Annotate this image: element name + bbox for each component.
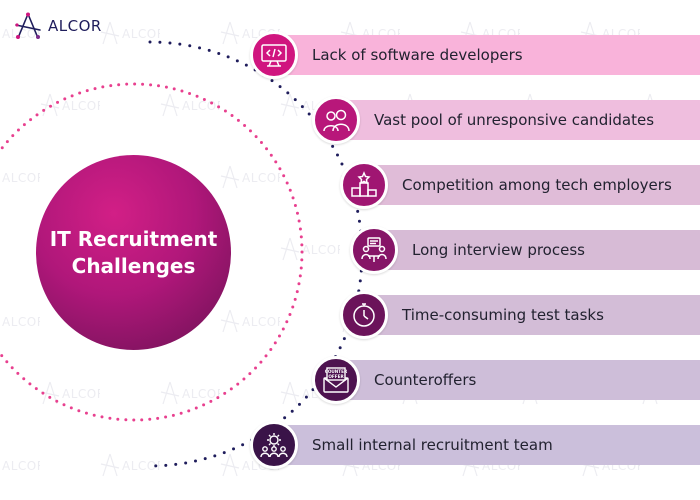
podium-icon	[351, 171, 377, 197]
challenge-bar	[270, 425, 700, 465]
people-group-icon	[323, 109, 350, 132]
challenge-bar	[360, 165, 700, 205]
challenge-row-interview-process: Long interview process	[350, 226, 700, 274]
challenge-bar	[332, 100, 700, 140]
challenge-bar	[370, 230, 700, 270]
challenge-row-unresponsive-candidates: Vast pool of unresponsive candidates	[312, 96, 700, 144]
brand-name: ALCOR	[48, 17, 102, 35]
challenge-label: Small internal recruitment team	[312, 436, 553, 454]
alcor-star-icon	[15, 12, 41, 39]
counteroffer-envelope-icon: COUNTER OFFER	[323, 367, 349, 393]
challenge-badge	[250, 31, 298, 79]
challenge-bar	[360, 295, 700, 335]
team-gear-icon	[260, 433, 288, 458]
challenge-row-counteroffers: COUNTER OFFER Counteroffers	[312, 356, 700, 404]
challenge-row-software-developers: Lack of software developers	[250, 31, 700, 79]
svg-text:COUNTER: COUNTER	[325, 369, 348, 374]
challenge-row-small-team: Small internal recruitment team	[250, 421, 700, 469]
challenge-label: Counteroffers	[374, 371, 477, 389]
challenge-label: Long interview process	[412, 241, 585, 259]
interview-icon	[361, 237, 387, 262]
challenge-badge	[350, 226, 398, 274]
challenge-label: Lack of software developers	[312, 46, 523, 64]
central-hub: IT Recruitment Challenges	[36, 155, 231, 350]
challenge-label: Vast pool of unresponsive candidates	[374, 111, 655, 129]
challenge-label: Competition among tech employers	[402, 176, 672, 194]
challenge-bar	[332, 360, 700, 400]
challenge-row-test-tasks: Time-consuming test tasks	[340, 291, 700, 339]
hub-title: IT Recruitment Challenges	[49, 226, 218, 278]
challenge-badge: COUNTER OFFER	[312, 356, 360, 404]
challenge-row-competition: Competition among tech employers	[340, 161, 700, 209]
stopwatch-icon	[353, 303, 375, 327]
brand-logo[interactable]: ALCOR	[14, 12, 102, 40]
challenge-badge	[340, 161, 388, 209]
code-monitor-icon	[261, 44, 287, 67]
challenge-bar	[270, 35, 700, 75]
challenge-badge	[340, 291, 388, 339]
challenge-label: Time-consuming test tasks	[402, 306, 604, 324]
svg-text:OFFER: OFFER	[328, 374, 344, 379]
challenge-badge	[312, 96, 360, 144]
challenge-badge	[250, 421, 298, 469]
